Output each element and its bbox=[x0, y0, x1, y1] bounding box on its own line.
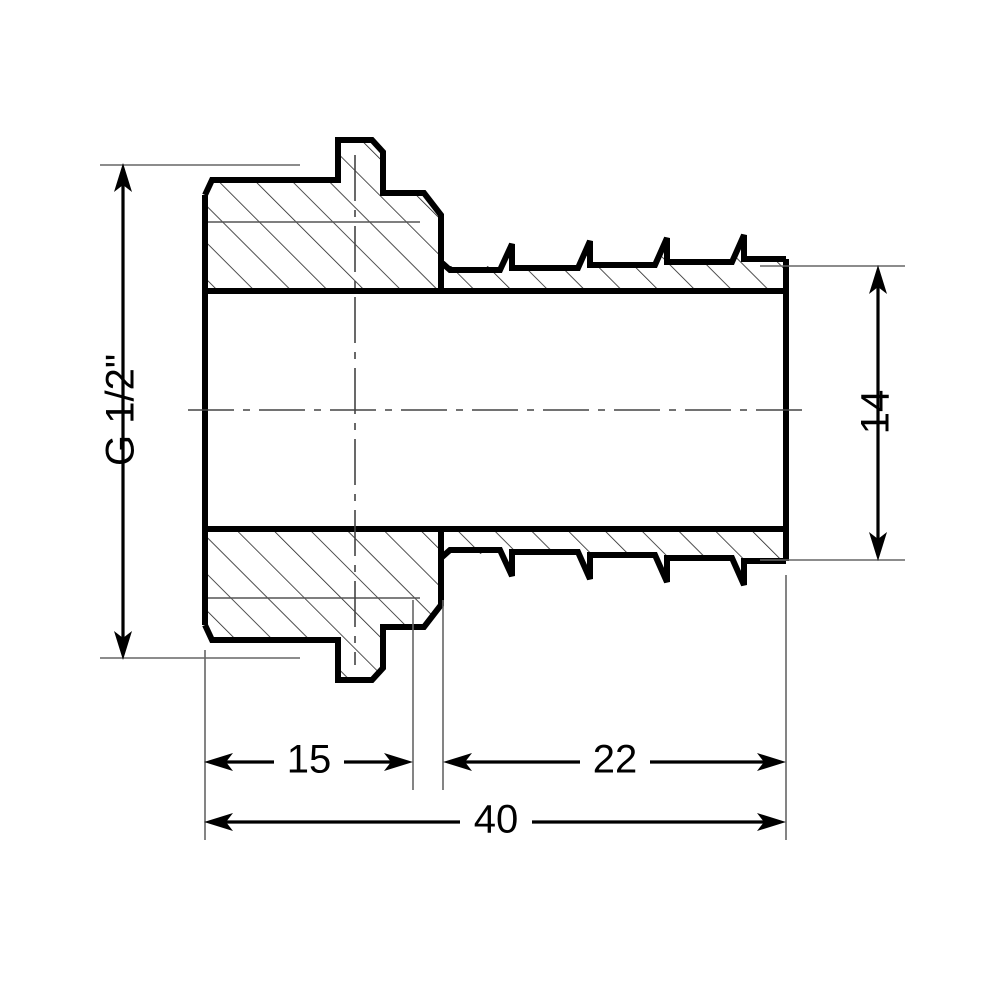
arrow-left-40 bbox=[204, 813, 233, 831]
arrow-right-22 bbox=[757, 753, 786, 771]
arrow-down-14 bbox=[869, 532, 887, 561]
dimension-barb-length: 22 bbox=[443, 738, 786, 782]
arrow-up-14 bbox=[869, 265, 887, 294]
body-outline-top bbox=[202, 137, 786, 273]
arrow-left-22 bbox=[443, 753, 472, 771]
arrow-up-g12 bbox=[114, 163, 132, 192]
arrow-right-15 bbox=[384, 753, 413, 771]
thread-root-lines bbox=[205, 221, 420, 599]
arrow-right-40 bbox=[757, 813, 786, 831]
dimension-overall-length: 40 bbox=[204, 798, 786, 842]
dimension-label-barb-length: 22 bbox=[593, 738, 638, 782]
arrow-down-g12 bbox=[114, 631, 132, 660]
arrow-left-15 bbox=[204, 753, 233, 771]
dimension-label-barb-diameter: 14 bbox=[854, 390, 898, 435]
dimension-label-thread-length: 15 bbox=[287, 738, 332, 782]
dimension-barb-diameter: 14 bbox=[854, 265, 898, 561]
dimension-label-thread-size: G 1/2" bbox=[99, 354, 143, 466]
dimension-thread-size: G 1/2" bbox=[99, 163, 143, 660]
section-hatching bbox=[205, 140, 786, 680]
body-outline-bottom bbox=[202, 547, 786, 683]
extension-lines bbox=[100, 164, 905, 840]
dimension-label-overall-length: 40 bbox=[474, 798, 519, 842]
dimension-thread-length: 15 bbox=[204, 738, 413, 782]
